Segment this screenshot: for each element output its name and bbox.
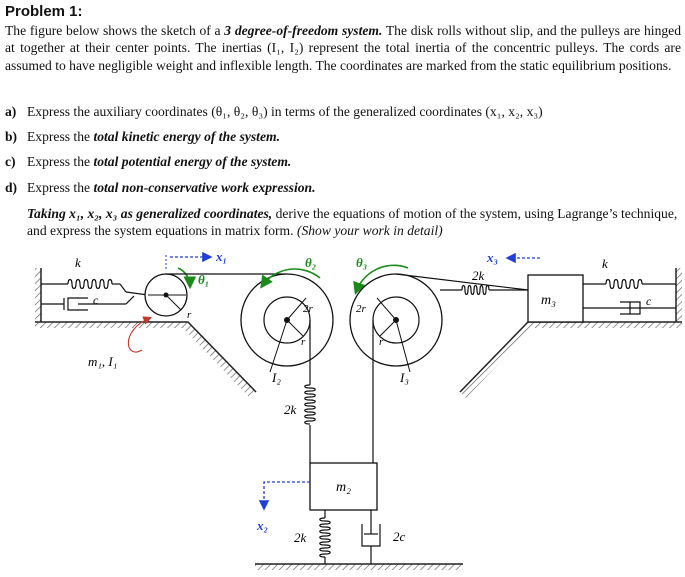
left-pulley-2r: 2r bbox=[303, 303, 314, 315]
k-left-label: k bbox=[75, 255, 81, 270]
I3-label: I₃ bbox=[399, 370, 409, 385]
right-pulley bbox=[349, 273, 443, 373]
k-right-label: k bbox=[602, 256, 608, 271]
left-spring bbox=[41, 278, 127, 293]
rolling-disk bbox=[144, 273, 188, 317]
middle-spring bbox=[304, 384, 316, 425]
2k-middle-label: 2k bbox=[284, 402, 297, 417]
m1-pointer bbox=[127, 316, 153, 353]
right-damper bbox=[583, 301, 676, 315]
mass-m3 bbox=[527, 274, 584, 323]
x1-label: x₁ bbox=[215, 249, 227, 264]
theta1-label: θ₁ bbox=[198, 272, 209, 287]
question-b: b)Express the total kinetic energy of th… bbox=[5, 129, 280, 144]
disk-radius-label: r bbox=[187, 309, 192, 321]
bottom-spring bbox=[319, 510, 331, 564]
right-pulley-r: r bbox=[379, 336, 384, 348]
theta3-label: θ₃ bbox=[356, 255, 367, 270]
mass-m2 bbox=[309, 462, 378, 511]
problem-description: The figure below shows the sketch of a 3… bbox=[5, 23, 681, 73]
theta1-arrow bbox=[177, 267, 197, 290]
m3-label: m₃ bbox=[541, 293, 556, 308]
left-pulley-r: r bbox=[301, 336, 306, 348]
m2-label: m₂ bbox=[336, 480, 351, 495]
right-pulley-2r: 2r bbox=[356, 303, 367, 315]
theta2-arrow bbox=[260, 268, 321, 289]
right-2k-spring bbox=[440, 284, 528, 296]
question-a: a)Express the auxiliary coordinates (θ₁,… bbox=[5, 104, 543, 119]
question-d: d)Express the total non-conservative wor… bbox=[5, 180, 316, 195]
theta2-label: θ₂ bbox=[305, 255, 316, 270]
bottom-damper bbox=[361, 510, 381, 564]
m1-I1-label: m₁, I₁ bbox=[88, 354, 117, 369]
right-spring bbox=[583, 278, 676, 290]
c-left-label: c bbox=[93, 293, 99, 307]
cord-pulley-m3 bbox=[395, 273, 529, 291]
x2-arrow bbox=[258, 481, 310, 511]
left-pulley bbox=[240, 273, 334, 373]
I2-label: I₂ bbox=[271, 370, 281, 385]
theta3-arrow bbox=[353, 264, 409, 296]
problem-title: Problem 1: bbox=[5, 3, 83, 20]
2c-label: 2c bbox=[393, 529, 406, 544]
x2-label: x₂ bbox=[256, 518, 268, 533]
2k-bottom-label: 2k bbox=[294, 530, 307, 545]
question-c: c)Express the total potential energy of … bbox=[5, 154, 292, 169]
c-right-label: c bbox=[646, 294, 652, 308]
2k-right-label: 2k bbox=[472, 268, 485, 283]
left-damper bbox=[41, 291, 149, 311]
x3-label: x₃ bbox=[486, 250, 498, 265]
ground bbox=[35, 268, 682, 570]
question-e: e)Taking x₁, x₂, x₃ as generalized coord… bbox=[27, 206, 678, 238]
